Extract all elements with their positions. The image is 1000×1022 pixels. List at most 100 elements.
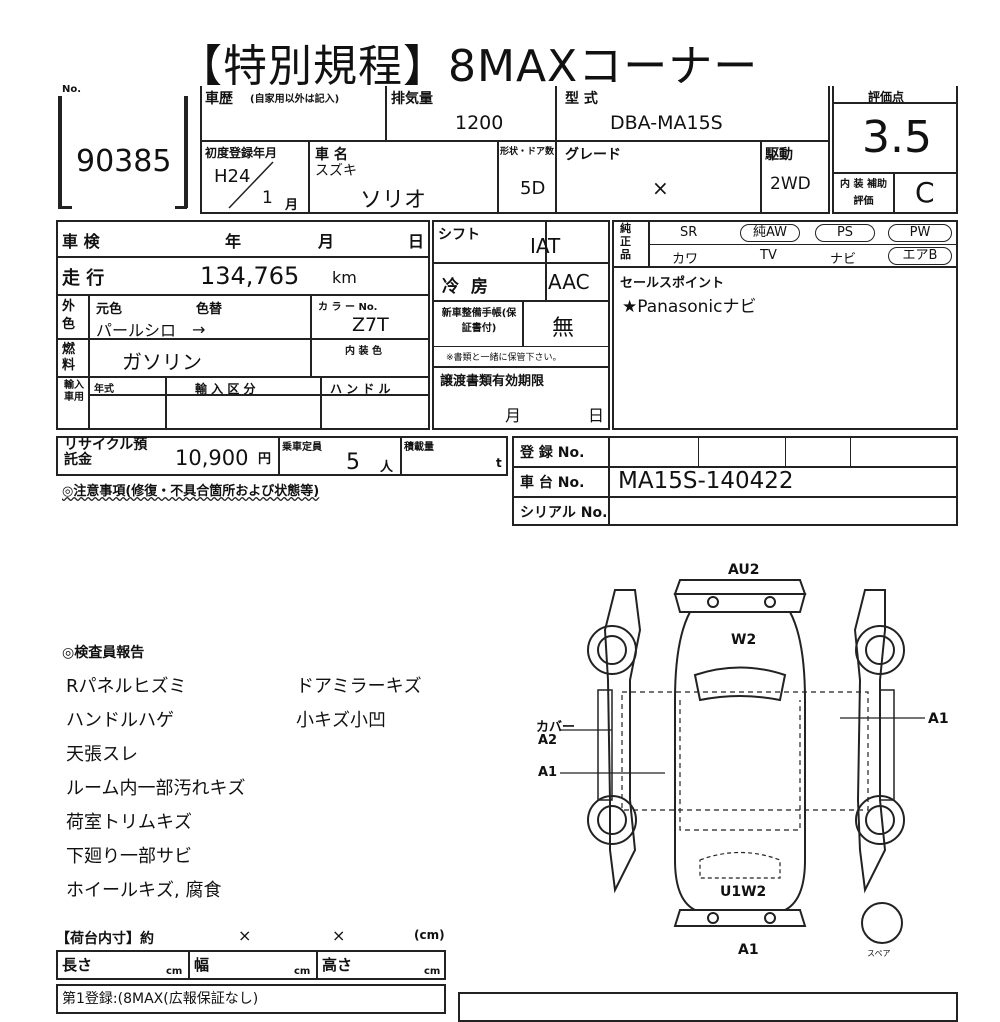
load-unit: t [496, 456, 502, 470]
note-item: 下廻り一部サビ [66, 846, 192, 867]
slash-mark [228, 161, 274, 209]
fuel-value: ガソリン [122, 350, 202, 374]
month-unit: 月 [285, 198, 299, 213]
serial-label: シリアル No. [520, 505, 608, 521]
car-name-value: ソリオ [360, 188, 427, 213]
first-reg-month: 1 [262, 188, 273, 208]
equip-tv: TV [760, 248, 777, 263]
yen-unit: 円 [258, 452, 272, 467]
lot-number: 90385 [76, 144, 172, 179]
interior-score-value: C [915, 176, 935, 209]
color-no-value: Z7T [352, 314, 389, 336]
note-item: ハンドルハゲ [66, 710, 174, 731]
mileage-value: 134,765 [200, 262, 300, 290]
diagram-label-bottom: A1 [738, 942, 759, 958]
recycle-row [56, 436, 508, 476]
inspector-label: ◎検査員報告 [62, 645, 145, 661]
displacement-value: 1200 [455, 112, 504, 134]
cargo-label: 【荷台内寸】約 [56, 931, 154, 947]
maker-value: スズキ [315, 163, 357, 179]
capacity-label: 乗車定員 [282, 442, 322, 453]
bottom-right-box [458, 992, 958, 1022]
inspection-month-unit: 月 [318, 232, 335, 251]
model-label: 型 式 [565, 91, 598, 107]
registration-block [512, 436, 958, 526]
sales-point-label: セールスポイント [620, 276, 725, 291]
car-damage-diagram [560, 579, 925, 944]
height-cm: cm [424, 966, 441, 977]
diagram-label-a2: A2 [538, 733, 558, 748]
car-name-label: 車 名 [315, 147, 348, 163]
equip-ps: PS [815, 224, 875, 242]
bottom-note: 第1登録:(8MAX(広報保証なし) [62, 991, 259, 1007]
inspection-label: 車 検 [62, 232, 100, 251]
handle-label: ハ ン ド ル [330, 382, 391, 396]
import-year-label: 年式 [94, 384, 114, 395]
displacement-label: 排気量 [391, 91, 433, 107]
import-type-label: 輸 入 区 分 [195, 382, 256, 396]
warranty-value: 無 [552, 316, 575, 341]
equipment-label: 純正品 [620, 222, 631, 261]
length-label: 長さ [62, 956, 93, 974]
width-cm: cm [294, 966, 311, 977]
score-value: 3.5 [862, 112, 932, 163]
score-label: 評価点 [868, 90, 905, 104]
note-item: ドアミラーキズ [296, 676, 422, 697]
height-label: 高さ [322, 956, 353, 974]
cargo-dimensions-box [56, 950, 446, 980]
sales-point-value: ★Panasonicナビ [622, 297, 757, 317]
equip-airbag: エアB [888, 247, 952, 265]
first-reg-year: H24 [214, 166, 251, 187]
equip-aw: 純AW [740, 224, 800, 242]
reg-no-label: 登 録 No. [520, 445, 585, 461]
recycle-label: リサイクル預託金 [64, 437, 148, 468]
repaint-label: 色替 [196, 302, 223, 317]
interior-score-label: 内 装 補助評価 [840, 179, 887, 207]
diagram-label-rear: U1W2 [720, 884, 767, 900]
score-box [832, 86, 958, 214]
shift-label: シフト [438, 227, 480, 243]
inspector-notes-left: Rパネルヒズミ ハンドルハゲ 天張スレ ルーム内一部汚れキズ 荷室トリムキズ 下… [66, 670, 245, 908]
inspection-year-unit: 年 [225, 232, 242, 251]
note-item: ルーム内一部汚れキズ [66, 778, 246, 799]
note-item: 荷室トリムキズ [66, 812, 192, 833]
transfer-month-unit: 月 [505, 406, 522, 425]
diagram-label-right: A1 [928, 711, 949, 727]
doors-value: 5D [520, 178, 546, 199]
repaint-arrow: → [192, 320, 206, 339]
diagram-label-top: AU2 [728, 562, 760, 578]
mileage-unit: km [332, 268, 357, 287]
cargo-times-1: × [238, 926, 252, 945]
ac-value: AAC [548, 270, 590, 294]
note-item: Rパネルヒズミ [66, 676, 187, 697]
transfer-day-unit: 日 [588, 406, 605, 425]
note-item: 天張スレ [66, 744, 138, 765]
capacity-value: 5 [346, 450, 360, 475]
ac-label: 冷 房 [442, 277, 491, 297]
grade-value: × [652, 176, 669, 200]
chassis-label: 車 台 No. [520, 475, 585, 491]
diagram-label-hood: W2 [731, 632, 757, 648]
load-label: 積載量 [404, 442, 434, 453]
page-title: 【特別規程】8MAXコーナー [178, 41, 759, 92]
cargo-cm-unit: (cm) [414, 928, 445, 942]
model-value: DBA-MA15S [610, 112, 723, 134]
right-spec-block [612, 220, 958, 430]
caution-label: ◎注意事項(修復・不具合箇所および状態等) [62, 484, 320, 499]
warranty-label: 新車整備手帳(保証書付) [441, 308, 517, 334]
warranty-note: ※書類と一緒に保管下さい。 [446, 353, 562, 363]
fuel-label: 燃料 [62, 342, 76, 373]
no-label: No. [62, 84, 82, 95]
equip-sr: SR [680, 225, 698, 240]
note-item: ホイールキズ, 腐食 [66, 880, 222, 901]
person-unit: 人 [380, 460, 394, 475]
first-reg-label: 初度登録年月 [205, 146, 278, 160]
recycle-value: 10,900 [175, 446, 249, 470]
grade-label: グレード [565, 147, 621, 163]
cargo-times-2: × [332, 926, 346, 945]
history-label: 車歴 [205, 91, 233, 107]
note-item: 小キズ小凹 [296, 710, 386, 731]
orig-color-label: 元色 [96, 302, 123, 317]
left-spec-block [56, 220, 430, 430]
diagram-label-cover: カバー [536, 720, 576, 735]
